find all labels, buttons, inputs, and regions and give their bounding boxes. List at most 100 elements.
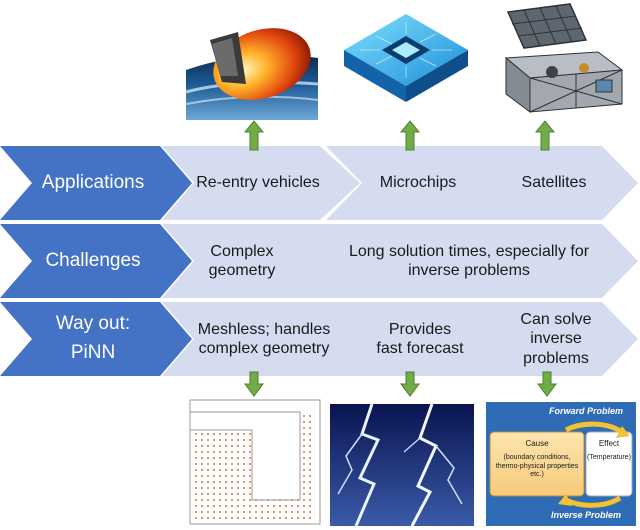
mesh-point	[201, 463, 203, 465]
mesh-point	[255, 505, 257, 507]
effect-detail: (Temperature)	[587, 453, 631, 461]
label-challenges-line-1: Challenges	[45, 249, 141, 271]
mesh-point	[309, 469, 311, 471]
mesh-point	[309, 463, 311, 465]
mesh-point	[213, 439, 215, 441]
mesh-point	[237, 439, 239, 441]
mesh-point	[195, 469, 197, 471]
mesh-point	[267, 511, 269, 513]
mesh-point	[207, 481, 209, 483]
mesh-point	[309, 499, 311, 501]
mesh-point	[303, 433, 305, 435]
label-inverse-problems-line-2: inverse	[530, 330, 582, 348]
mesh-point	[219, 439, 221, 441]
label-satellites-line-1: Satellites	[521, 174, 587, 192]
mesh-point	[303, 511, 305, 513]
mesh-point	[273, 517, 275, 519]
mesh-point	[225, 433, 227, 435]
label-satellites: Satellites	[500, 146, 608, 220]
mesh-point	[201, 469, 203, 471]
arrow-down-lightning	[400, 371, 420, 397]
mesh-point	[201, 517, 203, 519]
row-header-applications	[0, 146, 192, 220]
mesh-point	[243, 463, 245, 465]
label-long-solution-times: Long solution times, especially for inve…	[328, 224, 610, 298]
mesh-point	[243, 505, 245, 507]
mesh-point	[249, 481, 251, 483]
label-microchips-line-1: Microchips	[379, 174, 457, 192]
mesh-point	[213, 487, 215, 489]
mesh-point	[309, 487, 311, 489]
arrow-down-mesh	[244, 371, 264, 397]
mesh-point	[237, 463, 239, 465]
mesh-point	[249, 517, 251, 519]
mesh-point	[201, 499, 203, 501]
mesh-point	[243, 451, 245, 453]
mesh-point	[279, 505, 281, 507]
mesh-point	[195, 493, 197, 495]
arrow-up-reentry	[243, 120, 265, 151]
mesh-point	[213, 475, 215, 477]
mesh-point	[225, 487, 227, 489]
mesh-point	[231, 487, 233, 489]
mesh-point	[255, 511, 257, 513]
label-way-out-line-2: PiNN	[70, 342, 116, 363]
mesh-point	[309, 481, 311, 483]
label-complex-geometry-line-2: geometry	[208, 262, 276, 279]
reentry-capsule-image	[185, 2, 319, 120]
mesh-point	[207, 457, 209, 459]
label-way-out: Way out: PiNN	[18, 302, 168, 376]
mesh-point	[303, 505, 305, 507]
mesh-point	[195, 463, 197, 465]
mesh-point	[291, 517, 293, 519]
mesh-point	[231, 511, 233, 513]
mesh-point	[237, 469, 239, 471]
mesh-point	[297, 517, 299, 519]
mesh-point	[207, 505, 209, 507]
mesh-point	[303, 469, 305, 471]
mesh-point	[237, 475, 239, 477]
mesh-point	[195, 433, 197, 435]
cause-detail-line-2: thermo-physical properties	[495, 462, 579, 470]
mesh-point	[243, 439, 245, 441]
mesh-point	[231, 433, 233, 435]
label-long-solution-times-line-1: Long solution times, especially for	[348, 242, 590, 260]
mesh-point	[201, 439, 203, 441]
mesh-point	[219, 493, 221, 495]
arrow-down-inverse	[537, 371, 557, 397]
mesh-point	[309, 517, 311, 519]
label-inverse-problems: Can solve inverse problems	[506, 302, 606, 376]
mesh-point	[201, 487, 203, 489]
mesh-point	[261, 511, 263, 513]
mesh-point	[213, 511, 215, 513]
mesh-point	[207, 439, 209, 441]
mesh-point	[213, 481, 215, 483]
mesh-point	[225, 469, 227, 471]
mesh-point	[225, 457, 227, 459]
mesh-point	[249, 433, 251, 435]
mesh-point	[225, 511, 227, 513]
mesh-point	[237, 493, 239, 495]
mesh-point	[303, 517, 305, 519]
mesh-point	[249, 445, 251, 447]
satellite-image	[490, 2, 630, 118]
forward-problem-label: Forward Problem	[548, 405, 623, 416]
mesh-point	[213, 499, 215, 501]
mesh-point	[237, 517, 239, 519]
mesh-point	[231, 451, 233, 453]
mesh-point	[303, 439, 305, 441]
mesh-point	[243, 499, 245, 501]
mesh-point	[249, 469, 251, 471]
mesh-point	[309, 493, 311, 495]
mesh-point	[231, 445, 233, 447]
row-header-way-out	[0, 302, 192, 376]
mesh-point	[213, 433, 215, 435]
mesh-point	[309, 475, 311, 477]
mesh-point	[225, 499, 227, 501]
mesh-point	[243, 457, 245, 459]
mesh-point	[219, 463, 221, 465]
mesh-point	[291, 505, 293, 507]
mesh-point	[297, 511, 299, 513]
mesh-point	[195, 481, 197, 483]
mesh-point	[231, 481, 233, 483]
